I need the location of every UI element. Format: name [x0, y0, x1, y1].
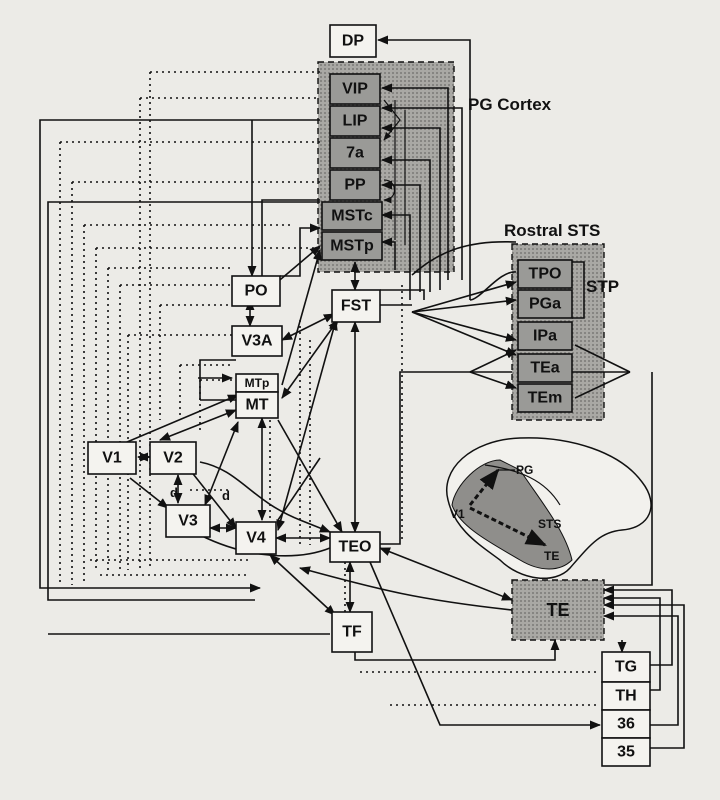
area-35: 35 [601, 737, 651, 767]
te-region [511, 579, 605, 641]
svg-text:36: 36 [617, 716, 635, 733]
svg-text:FST: FST [341, 298, 371, 315]
area-7a: 7a [329, 137, 381, 169]
svg-text:LIP: LIP [343, 113, 368, 130]
pg-cortex-label: PG Cortex [468, 95, 552, 114]
svg-text:TEm: TEm [528, 390, 563, 407]
area-te: TE [546, 600, 569, 620]
solid-connections [39, 35, 685, 749]
brain-label-sts: STS [538, 517, 561, 531]
area-lip: LIP [329, 105, 381, 137]
area-tpo: TPO [517, 259, 573, 289]
area-fst: FST [331, 289, 381, 323]
area-pga: PGa [517, 289, 573, 319]
brain-sulcus [484, 464, 561, 506]
brain-label-te: TE [544, 549, 559, 563]
brain-label-v1: V1 [450, 507, 465, 521]
svg-text:VIP: VIP [342, 81, 368, 98]
svg-text:TPO: TPO [529, 266, 562, 283]
area-36: 36 [601, 709, 651, 739]
area-th: TH [601, 681, 651, 711]
svg-text:TEO: TEO [339, 539, 372, 556]
area-mt: MT [235, 391, 279, 419]
area-vip: VIP [329, 73, 381, 105]
svg-text:TE: TE [546, 600, 569, 620]
stp-label: STP [586, 277, 619, 296]
area-pp: PP [329, 169, 381, 201]
area-v1: V1 [87, 441, 137, 475]
area-tem: TEm [517, 383, 573, 413]
stp-bracket [572, 261, 585, 319]
area-boxes: DP VIP LIP 7a PP MSTc MSTp PO [87, 24, 651, 767]
rostral-sts-label: Rostral STS [504, 221, 600, 240]
area-teo: TEO [329, 531, 381, 563]
svg-text:TF: TF [342, 624, 362, 641]
svg-text:V3A: V3A [241, 333, 273, 350]
area-ipa: IPa [517, 321, 573, 351]
area-v3a: V3A [231, 325, 283, 357]
svg-text:PO: PO [244, 283, 267, 300]
svg-text:PP: PP [344, 177, 366, 194]
area-v3: V3 [165, 504, 211, 538]
svg-text:PGa: PGa [529, 296, 561, 313]
svg-text:V2: V2 [163, 450, 183, 467]
svg-text:MTp: MTp [245, 376, 270, 390]
area-v4: V4 [235, 521, 277, 555]
area-dp: DP [329, 24, 377, 58]
svg-text:MSTc: MSTc [331, 208, 373, 225]
svg-text:V4: V4 [246, 530, 266, 547]
area-mtp: MTp [235, 373, 279, 393]
edge-label-d-2: d [222, 488, 230, 503]
svg-text:TEa: TEa [530, 360, 559, 377]
brain-inset: PG V1 STS TE [446, 437, 652, 580]
svg-text:MSTp: MSTp [330, 238, 374, 255]
svg-text:V1: V1 [102, 450, 122, 467]
area-mstp: MSTp [321, 231, 383, 261]
svg-text:IPa: IPa [533, 328, 557, 345]
ventral-stream-arrow [469, 506, 547, 547]
area-tg: TG [601, 651, 651, 683]
area-po: PO [231, 275, 281, 307]
brain-label-pg: PG [516, 463, 533, 477]
svg-text:TH: TH [615, 688, 636, 705]
svg-text:V3: V3 [178, 513, 198, 530]
svg-text:DP: DP [342, 33, 365, 50]
svg-text:MT: MT [245, 397, 268, 414]
area-v2: V2 [149, 441, 197, 475]
svg-text:7a: 7a [346, 145, 364, 162]
svg-text:TG: TG [615, 659, 637, 676]
area-mstc: MSTc [321, 201, 383, 231]
area-tf: TF [331, 611, 373, 653]
area-tea: TEa [517, 353, 573, 383]
edge-label-d-1: d [170, 485, 178, 500]
svg-text:35: 35 [617, 744, 635, 761]
